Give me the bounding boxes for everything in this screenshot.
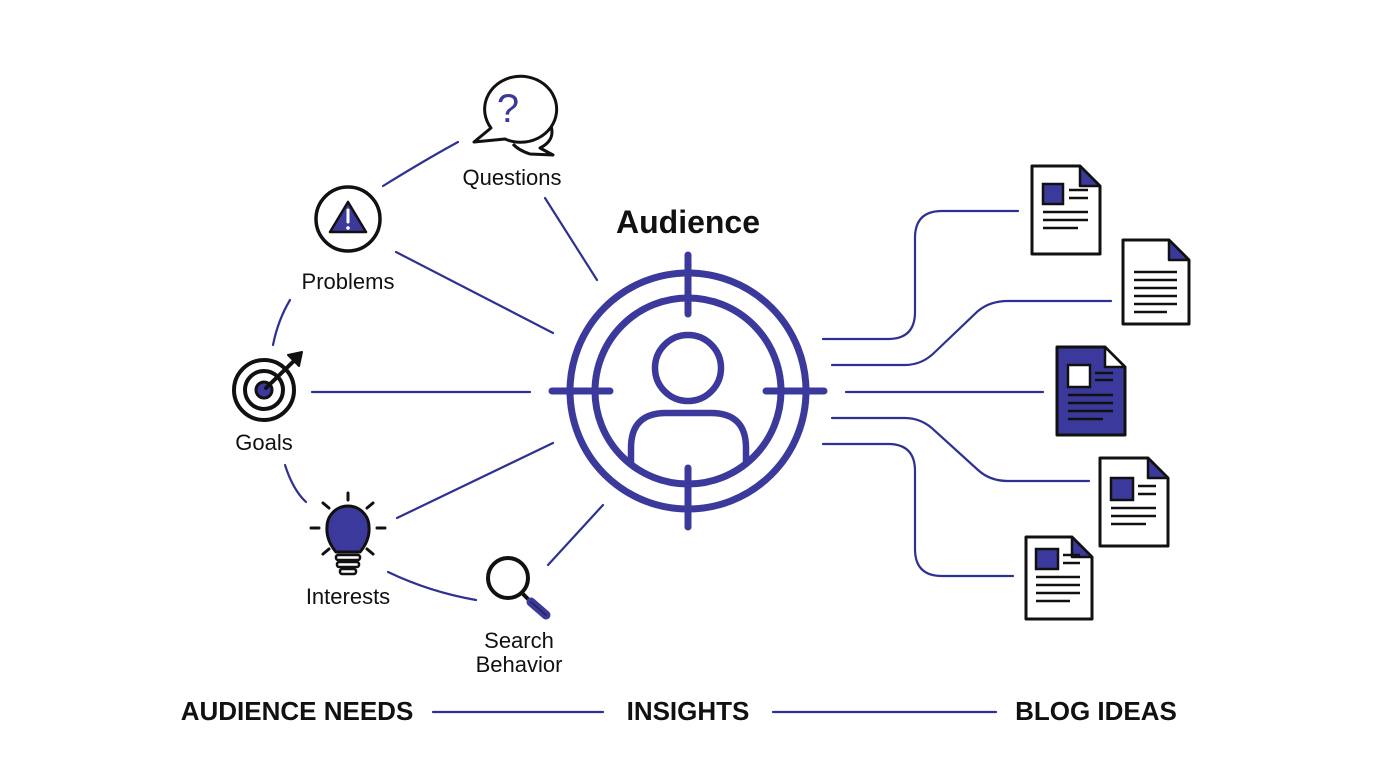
magnifying-glass-icon [486, 556, 551, 620]
search-behavior-label-line1: Search [484, 628, 554, 653]
problems-label: Problems [302, 269, 395, 294]
ideas-connectors [821, 209, 1113, 578]
document-icon-highlighted [1055, 345, 1127, 437]
audience-title: Audience [616, 204, 760, 240]
needs-spokes [310, 196, 605, 567]
warning-circle-icon [314, 185, 382, 253]
document-icon [1121, 238, 1191, 326]
stage-insights: INSIGHTS [627, 696, 750, 726]
needs-arc [271, 140, 478, 602]
stage-flow: AUDIENCE NEEDS INSIGHTS BLOG IDEAS [181, 696, 1177, 726]
stage-audience-needs: AUDIENCE NEEDS [181, 696, 414, 726]
interests-label: Interests [306, 584, 390, 609]
lightbulb-icon [309, 491, 387, 576]
svg-text:?: ? [497, 87, 519, 131]
document-icon [1098, 456, 1170, 548]
document-icon [1030, 164, 1102, 256]
document-icon [1024, 535, 1094, 621]
crosshair-user-icon [548, 251, 828, 531]
goals-label: Goals [235, 430, 292, 455]
target-arrow-icon [232, 351, 303, 422]
questions-label: Questions [462, 165, 561, 190]
stage-blog-ideas: BLOG IDEAS [1015, 696, 1177, 726]
speech-bubbles-question-icon: ? [472, 74, 559, 157]
search-behavior-label-line2: Behavior [476, 652, 563, 677]
blog-ideas [1024, 164, 1191, 621]
